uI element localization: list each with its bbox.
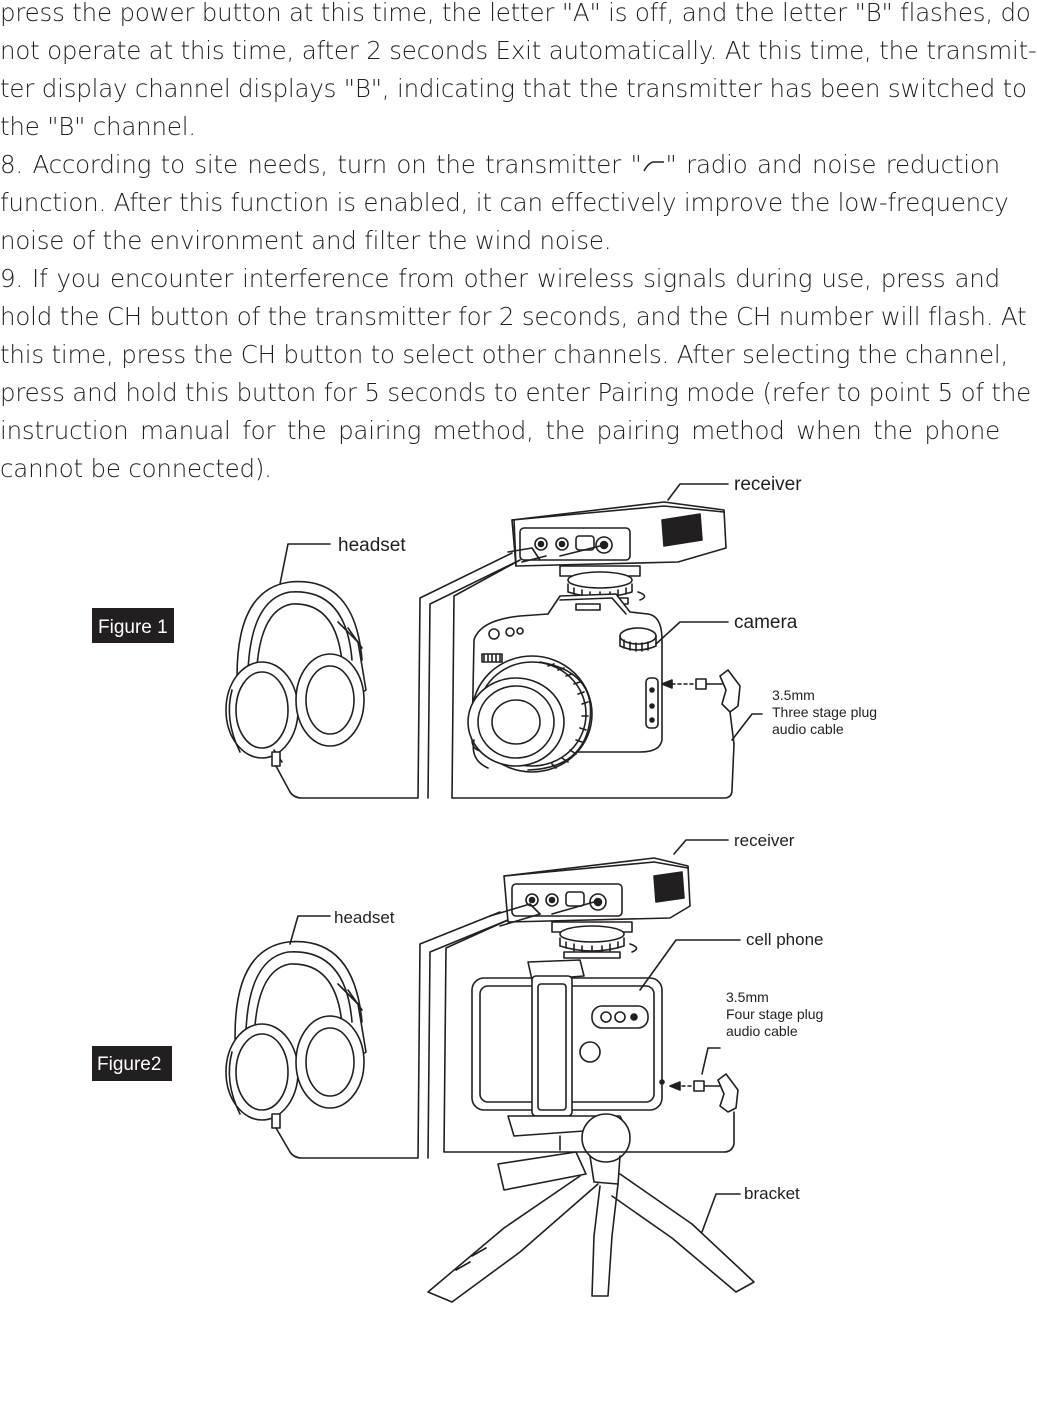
camera-label: camera (734, 612, 798, 633)
leader-line (639, 939, 741, 991)
connection-diagrams: Figure 1 headset receiver camera 3.5mm T… (92, 474, 877, 1303)
text-line: the "B" channel. (0, 112, 196, 141)
cable-name-label: audio cable (726, 1023, 798, 1039)
cable-size-label: 3.5mm (726, 989, 769, 1005)
cell-phone-label: cell phone (746, 930, 824, 949)
cable-type-label: Four stage plug (726, 1006, 823, 1022)
text-line: ter display channel displays "B", indica… (0, 74, 1027, 103)
camera-illustration (467, 593, 663, 773)
phone-illustration (471, 959, 665, 1117)
leader-line (279, 543, 331, 585)
receiver-label: receiver (734, 831, 795, 850)
figure-2 (92, 839, 755, 1303)
low-cut-filter-icon (642, 161, 664, 172)
receiver-illustration (507, 501, 727, 605)
text-line: press the power button at this time, the… (0, 0, 1031, 27)
leader-line (701, 1047, 721, 1075)
text-line: function. After this function is enabled… (0, 188, 1009, 217)
headset-illustration (225, 580, 367, 767)
headset-label: headset (334, 908, 395, 927)
text-segment: 8. According to site needs, turn on the … (0, 150, 642, 179)
text-line: not operate at this time, after 2 second… (0, 36, 1037, 65)
text-segment: " radio and noise reduction (665, 150, 1001, 179)
cable-size-label: 3.5mm (772, 687, 815, 703)
headset-label: headset (338, 535, 406, 556)
leader-line (289, 915, 331, 945)
text-line-with-icon: 8. According to site needs, turn on the … (0, 146, 1000, 184)
text-line: noise of the environment and filter the … (0, 226, 612, 255)
leader-line (701, 1193, 741, 1233)
leader-line (667, 483, 729, 501)
cable-name-label: audio cable (772, 721, 844, 737)
figure-2-label: Figure2 (97, 1054, 161, 1075)
bracket-illustration (427, 1113, 755, 1303)
cable-type-label: Three stage plug (772, 704, 877, 720)
headset-illustration (225, 940, 367, 1129)
bracket-label: bracket (744, 1184, 800, 1203)
receiver-illustration (489, 857, 691, 959)
leader-line (731, 713, 763, 741)
figure-label-box (92, 1046, 172, 1081)
text-line: this time, press the CH button to select… (0, 340, 1009, 369)
figure-1-label: Figure 1 (98, 617, 168, 638)
text-line: instruction manual for the pairing metho… (0, 416, 1000, 445)
text-line: press and hold this button for 5 seconds… (0, 378, 1032, 407)
figure-label-box (92, 608, 174, 643)
figure-1 (92, 483, 763, 799)
receiver-label: receiver (734, 474, 802, 495)
leader-line (655, 621, 729, 645)
text-line: hold the CH button of the transmitter fo… (0, 302, 1027, 331)
leader-line (673, 839, 729, 855)
text-line: 9. If you encounter interference from ot… (0, 264, 1000, 293)
text-line: cannot be connected). (0, 454, 272, 483)
